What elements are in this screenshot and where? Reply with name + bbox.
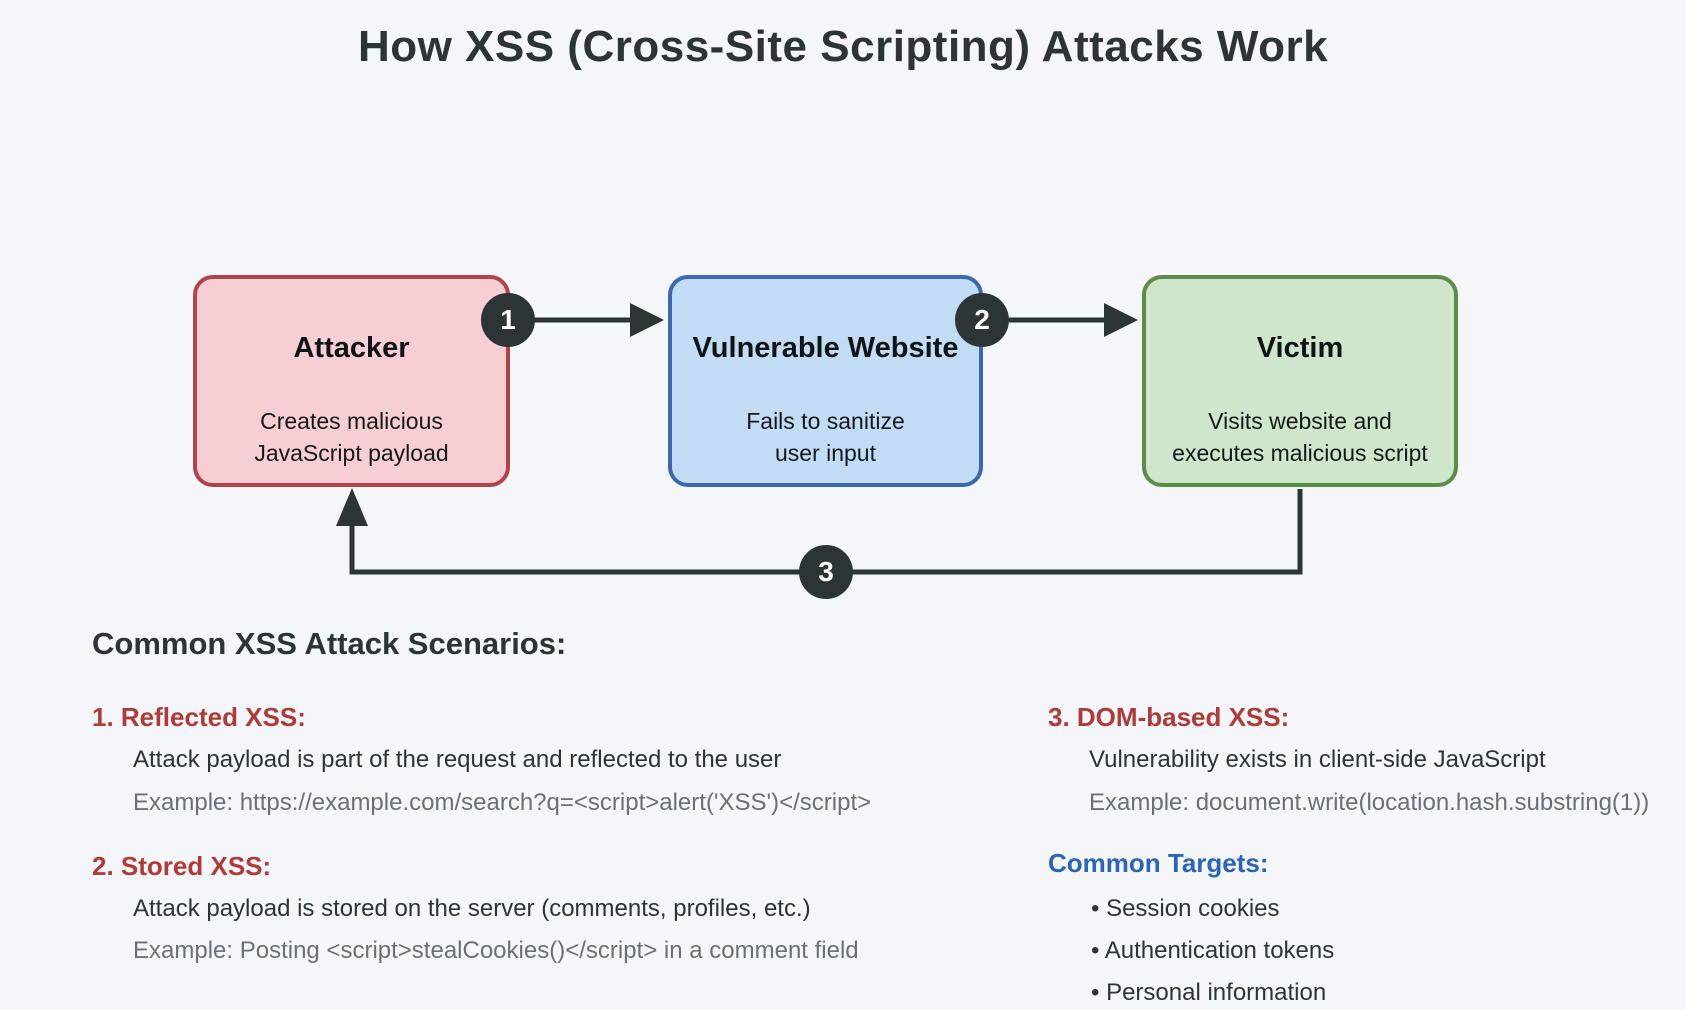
target-item-personal-info: Personal information bbox=[1091, 978, 1326, 1008]
node-attacker: Attacker Creates malicious JavaScript pa… bbox=[193, 275, 510, 487]
target-item-session-cookies: Session cookies bbox=[1091, 894, 1279, 924]
node-victim-label: Victim bbox=[1256, 332, 1344, 364]
scenario-stored-title: 2. Stored XSS: bbox=[92, 851, 272, 881]
scenario-dom-example: Example: document.write(location.hash.su… bbox=[1089, 789, 1650, 816]
scenario-dom-desc: Vulnerability exists in client-side Java… bbox=[1089, 746, 1546, 773]
node-vulnerable-website-label: Vulnerable Website bbox=[692, 332, 959, 364]
target-item-auth-tokens: Authentication tokens bbox=[1091, 936, 1335, 966]
scenario-dom-title: 3. DOM-based XSS: bbox=[1048, 702, 1290, 732]
node-attacker-label: Attacker bbox=[293, 332, 410, 364]
node-victim: Victim Visits website and executes malic… bbox=[1142, 275, 1458, 487]
step-badge-3: 3 bbox=[799, 545, 853, 599]
node-attacker-desc: Creates malicious JavaScript payload bbox=[254, 408, 449, 466]
node-vulnerable-website: Vulnerable Website Fails to sanitize use… bbox=[668, 275, 983, 487]
scenario-stored-example: Example: Posting <script>stealCookies()<… bbox=[133, 937, 859, 964]
node-victim-desc: Visits website and executes malicious sc… bbox=[1172, 408, 1428, 466]
scenario-reflected-desc: Attack payload is part of the request an… bbox=[133, 746, 782, 773]
scenarios-heading: Common XSS Attack Scenarios: bbox=[92, 626, 567, 661]
step-badge-2: 2 bbox=[955, 293, 1009, 347]
step-badge-1: 1 bbox=[481, 293, 535, 347]
page-title: How XSS (Cross-Site Scripting) Attacks W… bbox=[357, 22, 1329, 71]
scenario-stored-desc: Attack payload is stored on the server (… bbox=[133, 895, 811, 922]
common-targets-heading: Common Targets: bbox=[1048, 848, 1269, 878]
scenario-reflected-title: 1. Reflected XSS: bbox=[92, 702, 306, 732]
scenario-reflected-example: Example: https://example.com/search?q=<s… bbox=[133, 789, 872, 816]
arrow-step2-head bbox=[1104, 303, 1138, 337]
node-vulnerable-website-desc: Fails to sanitize user input bbox=[746, 408, 905, 466]
arrow-step1-head bbox=[630, 303, 664, 337]
feedback-arrow-head bbox=[336, 488, 368, 526]
